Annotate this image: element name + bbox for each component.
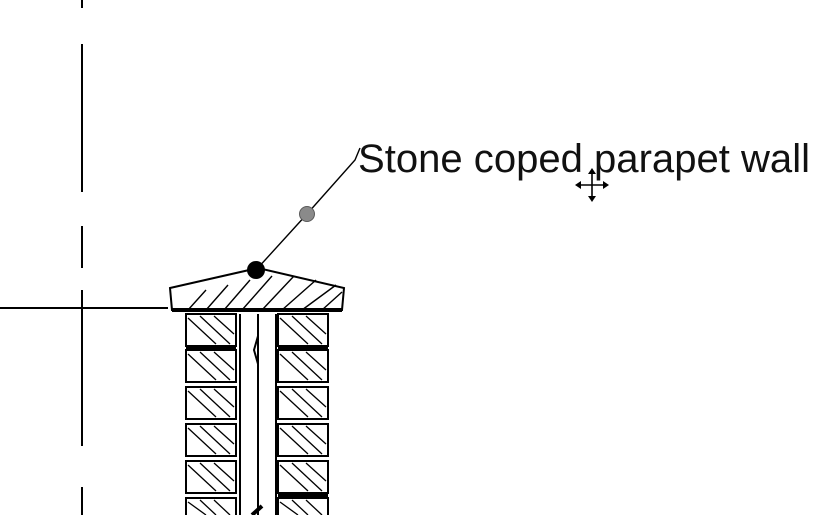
annotation-text[interactable]: Stone coped parapet wall	[358, 137, 810, 181]
coping-stone[interactable]	[168, 266, 346, 312]
move-cursor-icon	[575, 168, 609, 202]
cavity	[239, 314, 277, 515]
leader-endpoint-grip[interactable]	[247, 261, 265, 279]
left-brick-leaf[interactable]	[185, 313, 237, 515]
leader-midpoint-grip[interactable]	[299, 206, 315, 222]
annotation-leader-line[interactable]	[255, 147, 361, 271]
right-brick-leaf[interactable]	[277, 313, 329, 515]
